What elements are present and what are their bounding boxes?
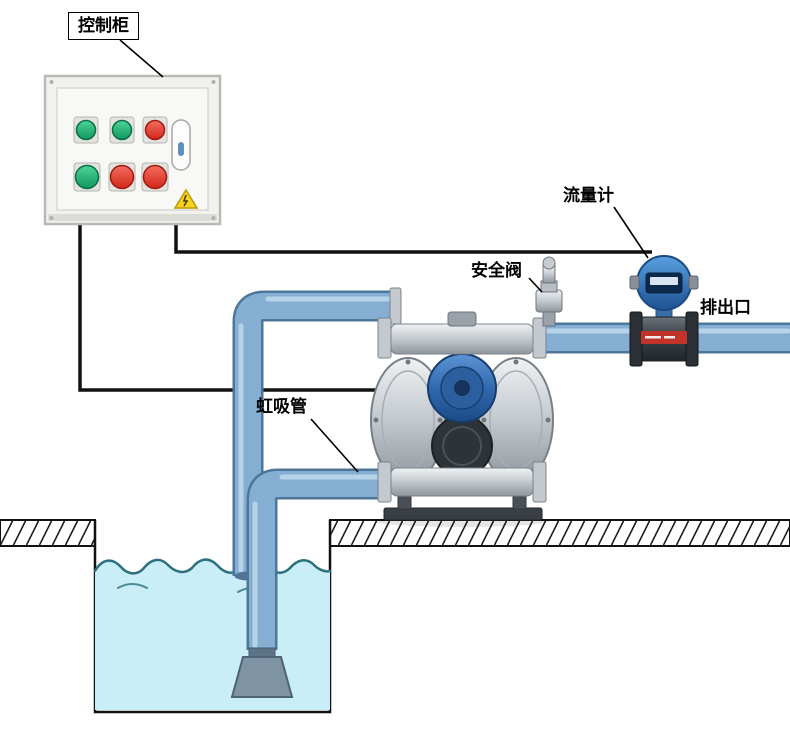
screw [49,80,54,84]
cabinet-button-green-3 [73,162,101,192]
cabinet-switch [171,119,191,171]
button-green [111,119,133,141]
screw [49,216,54,220]
manifold-flange [532,461,547,503]
bolt [405,359,411,365]
flow-meter [629,255,699,367]
diaphragm-pump [370,311,554,527]
foot-strainer [230,656,294,698]
label-flow-meter: 流量计 [563,186,614,205]
leader-siphon-pipe [310,418,359,473]
button-green [75,119,97,141]
label-control-cabinet: 控制柜 [68,12,139,40]
ground [0,519,790,714]
top-manifold [390,323,534,355]
leader-safety-valve [528,277,543,293]
manifold-flange [377,317,392,359]
lightning-icon [182,194,189,207]
meter-flange [629,311,643,367]
pipe-body [235,293,398,576]
air-inlet-fitting [447,311,477,327]
water-pit [93,558,332,710]
warning-sticker [173,188,199,209]
strainer-collar [248,647,276,658]
label-siphon-pipe: 虹吸管 [256,397,307,416]
bolt [545,417,551,423]
leader-flow-meter [613,206,649,259]
meter-label-text-mark [645,336,661,339]
pipe-body [249,471,388,650]
cabinet-button-red-1 [142,116,168,144]
label-safety-valve: 安全阀 [471,261,522,280]
pump-base [383,507,543,521]
cabinet-button-green-2 [109,116,135,144]
pump-center-housing [431,415,493,477]
safety-valve [535,256,563,327]
cable-gland [629,275,640,290]
button-green [74,164,100,190]
cable-to-flow-meter [174,224,652,254]
control-cabinet [43,74,222,226]
cable-to-pump [78,224,390,392]
button-red [142,164,168,190]
meter-label-text-mark [664,336,675,339]
bolt [481,417,487,423]
valve-cap [542,256,556,270]
pump-leg [397,495,412,510]
air-valve-hub [454,380,470,396]
switch-handle [178,142,184,156]
bottom-manifold [390,467,534,497]
pump-leg [512,495,527,510]
manifold-flange [377,461,392,503]
cabinet-button-red-2 [108,162,136,192]
valve-body [535,289,563,313]
ripple [117,583,148,589]
warning-triangle-icon [173,188,199,209]
leader-control-cabinet [119,39,164,78]
bolt [437,417,443,423]
return-pipe [232,287,402,581]
button-red [109,164,135,190]
cabinet-button-red-3 [141,162,169,192]
pipe-flange [389,287,402,325]
siphon-pipe [230,468,388,698]
cable-gland [688,275,699,290]
button-red [144,119,166,141]
water-surface-wave [93,558,332,575]
water-fill [95,559,330,710]
cabinet-bottom-edge [48,214,217,221]
cables [78,224,652,392]
screw [211,80,216,84]
bolt [513,359,519,365]
ground-band-right [329,519,790,547]
bolt [373,417,379,423]
leader-lines [119,39,649,473]
cabinet-button-green-1 [73,116,99,144]
screw [211,216,216,220]
meter-display-readout [650,277,678,285]
pump-center-ring [442,426,482,466]
label-discharge-outlet: 排出口 [700,298,751,317]
ground-band-left [0,519,96,547]
meter-flange [685,311,699,367]
